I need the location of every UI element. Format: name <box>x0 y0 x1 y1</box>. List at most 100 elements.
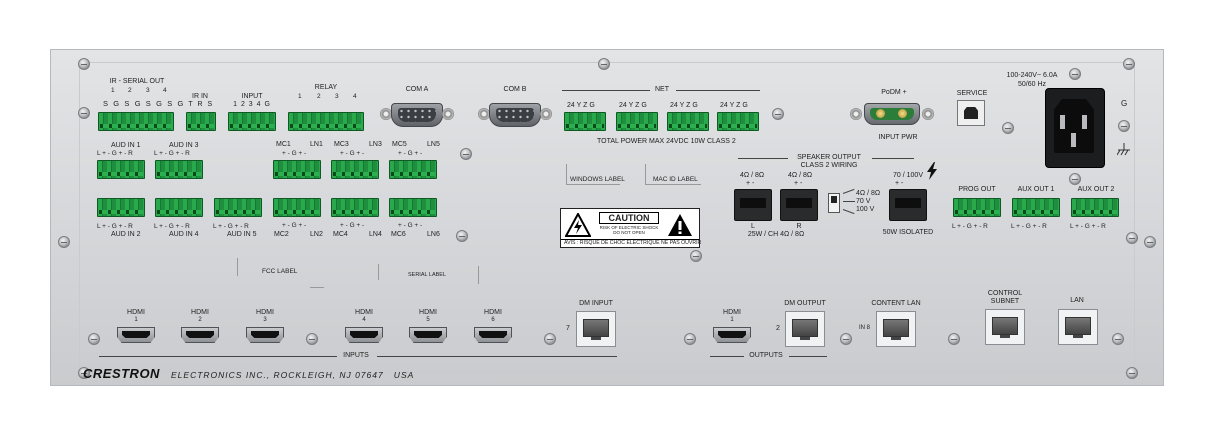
hdmi-out-header: HDMI <box>723 309 741 316</box>
hdmi-in-3-num: 3 <box>263 317 267 323</box>
net-pins-4: 24 Y Z G <box>720 102 748 109</box>
speaker-70v-terminal[interactable] <box>889 189 927 221</box>
hdmi-in-5-port[interactable] <box>409 327 447 343</box>
switch-option-1: 4Ω / 8Ω <box>856 190 881 197</box>
prog-out-terminal[interactable] <box>953 198 1001 217</box>
aud-in-3-terminal[interactable] <box>155 160 203 179</box>
aud-in-2-terminal[interactable] <box>97 198 145 217</box>
dm-output-port[interactable] <box>785 311 825 347</box>
relay-num-2: 2 <box>317 93 321 100</box>
speaker-mode-switch[interactable] <box>828 193 840 213</box>
aud-in-4-terminal[interactable] <box>155 198 203 217</box>
aud-in-1-terminal[interactable] <box>97 160 145 179</box>
com-b-port[interactable] <box>478 101 552 129</box>
net-terminal-1[interactable] <box>564 112 606 131</box>
hdmi-in-6-port[interactable] <box>474 327 512 343</box>
ir-in-terminal[interactable] <box>186 112 216 131</box>
relay-terminal[interactable] <box>288 112 364 131</box>
hdmi-in-2-num: 2 <box>198 317 202 323</box>
aux-out-2-terminal[interactable] <box>1071 198 1119 217</box>
panel-screw <box>1118 120 1130 132</box>
net-terminal-3[interactable] <box>667 112 709 131</box>
panel-screw <box>1123 58 1135 70</box>
fcc-label-area: FCC LABEL <box>262 268 298 275</box>
mc5-terminal[interactable] <box>389 160 437 179</box>
com-a-port[interactable] <box>380 101 454 129</box>
panel-screw <box>690 250 702 262</box>
net-power-note: TOTAL POWER MAX 24VDC 10W CLASS 2 <box>597 138 736 145</box>
panel-screw <box>598 58 610 70</box>
aud-in-5-label: AUD IN 5 <box>227 231 257 238</box>
com-b-label: COM B <box>503 86 527 93</box>
iec-power-inlet[interactable] <box>1045 88 1105 168</box>
mc4-terminal[interactable] <box>331 198 379 217</box>
aud-in-5-terminal[interactable] <box>214 198 262 217</box>
content-lan-port[interactable] <box>876 311 916 347</box>
speaker-output-label: SPEAKER OUTPUT <box>797 154 861 161</box>
mic-pins-3: + - G + - <box>340 150 365 157</box>
switch-option-3: 100 V <box>856 206 875 213</box>
speaker-l-terminal[interactable] <box>734 189 772 221</box>
hdmi-in-1-header: HDMI <box>127 309 145 316</box>
brand-tagline: ELECTRONICS INC., ROCKLEIGH, NJ 07647 US… <box>171 370 415 380</box>
mic-pins-1: + - G + - <box>282 150 307 157</box>
panel-screw <box>1144 236 1156 248</box>
mc2-terminal[interactable] <box>273 198 321 217</box>
podm-label: PoDM + <box>881 89 907 96</box>
mc1-terminal[interactable] <box>273 160 321 179</box>
ir-serial-terminal[interactable] <box>98 112 174 131</box>
control-subnet-port[interactable] <box>985 309 1025 345</box>
dm-input-port[interactable] <box>576 311 616 347</box>
aud-in-4-pins: L + - G + - R <box>154 223 190 230</box>
aux-out-1-terminal[interactable] <box>1012 198 1060 217</box>
mic-pins-2: + - G + - <box>282 222 307 229</box>
content-lan-label: CONTENT LAN <box>871 300 921 307</box>
aud-in-1-label: AUD IN 1 <box>111 142 141 149</box>
exclamation-warning-icon <box>668 214 692 236</box>
caution-avis: AVIS : RISQUE DE CHOC ELECTRIQUE NE PAS … <box>564 240 702 246</box>
panel-screw <box>1069 173 1081 185</box>
mc3-terminal[interactable] <box>331 160 379 179</box>
hdmi-out-port[interactable] <box>713 327 751 343</box>
speaker-r-terminal[interactable] <box>780 189 818 221</box>
service-label: SERVICE <box>956 90 988 97</box>
prog-out-label: PROG OUT <box>958 186 996 193</box>
speaker-r-impedance: 4Ω / 8Ω <box>788 172 813 179</box>
power-frequency: 50/60 Hz <box>1017 81 1047 88</box>
net-terminal-4[interactable] <box>717 112 759 131</box>
panel-screw <box>684 333 696 345</box>
power-rating: 100-240V~ 6.0A <box>1006 72 1058 79</box>
hdmi-in-2-port[interactable] <box>181 327 219 343</box>
dm-input-label: DM INPUT <box>579 300 613 307</box>
hdmi-in-5-header: HDMI <box>419 309 437 316</box>
crestron-logo: CRESTRON <box>83 366 160 381</box>
hdmi-in-4-port[interactable] <box>345 327 383 343</box>
service-usb-port[interactable] <box>957 100 985 126</box>
panel-screw <box>456 230 468 242</box>
mc3-label: MC3 <box>334 141 349 148</box>
hdmi-in-4-num: 4 <box>362 317 366 323</box>
mc6-terminal[interactable] <box>389 198 437 217</box>
net-pins-2: 24 Y Z G <box>619 102 647 109</box>
panel-screw <box>78 58 90 70</box>
lan-port[interactable] <box>1058 309 1098 345</box>
ir-serial-pins: S G S G S G S G <box>103 99 185 108</box>
panel-screw <box>460 148 472 160</box>
ir-serial-num-2: 2 <box>128 87 132 94</box>
hdmi-in-3-port[interactable] <box>246 327 284 343</box>
podm-power-connector[interactable] <box>850 101 934 127</box>
isolated-output-label: 50W ISOLATED <box>882 229 934 236</box>
speaker-wiring-label: CLASS 2 WIRING <box>800 162 858 169</box>
windows-label-area: WINDOWS LABEL <box>570 176 625 183</box>
panel-screw <box>58 236 70 248</box>
input-terminal[interactable] <box>228 112 276 131</box>
mc6-label: MC6 <box>391 231 406 238</box>
hdmi-in-6-num: 6 <box>491 317 495 323</box>
panel-screw <box>78 107 90 119</box>
panel-screw <box>772 108 784 120</box>
hdmi-in-1-port[interactable] <box>117 327 155 343</box>
caution-line-2: DO NOT OPEN <box>613 230 645 235</box>
high-voltage-label: 70 / 100V <box>893 172 923 179</box>
net-terminal-2[interactable] <box>616 112 658 131</box>
caution-warning-label: CAUTION RISK OF ELECTRIC SHOCK DO NOT OP… <box>560 208 702 248</box>
